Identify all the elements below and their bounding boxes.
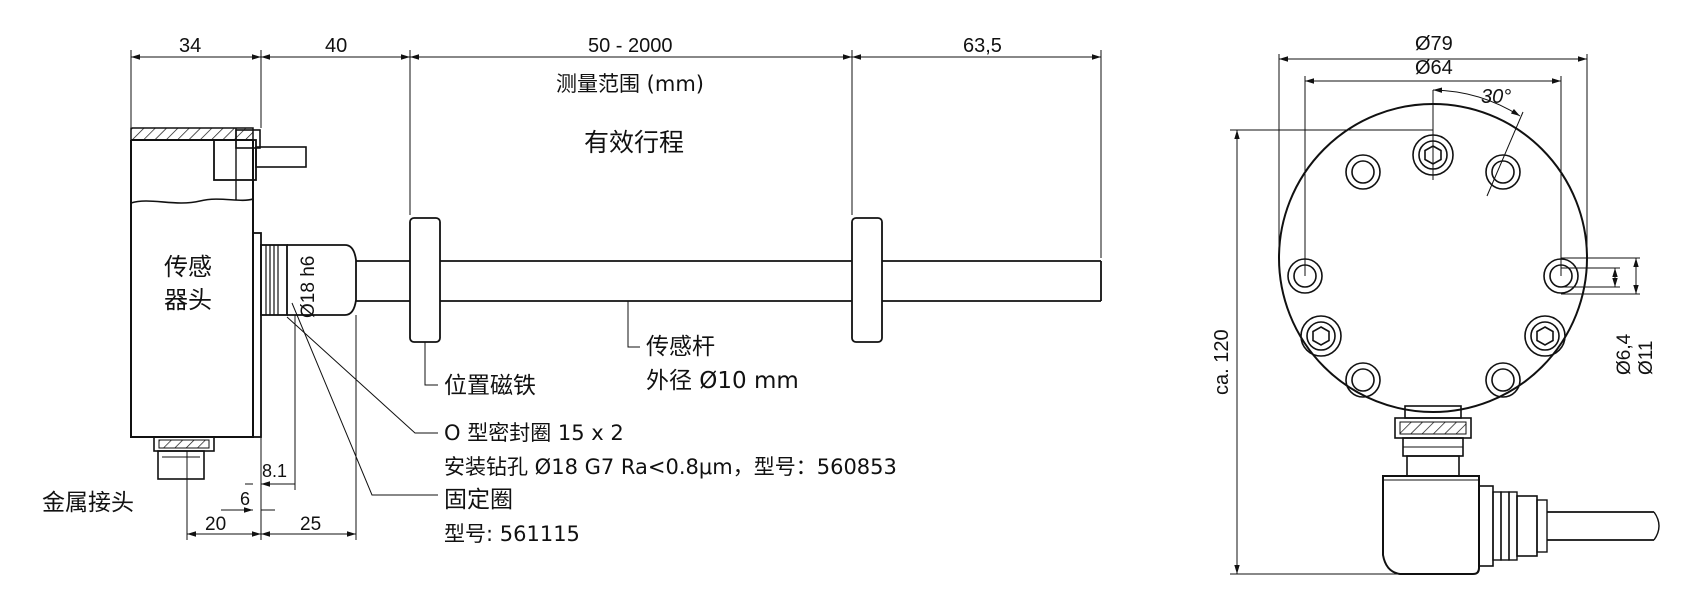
- fixing-ring-model-label: 型号: 561115: [444, 522, 580, 546]
- dim-angle: 30°: [1481, 86, 1511, 108]
- position-magnet-start: [409, 217, 441, 343]
- sensor-rod-label-2: 外径 Ø10 mm: [646, 368, 799, 394]
- dim-flange-offset: 40: [325, 35, 347, 57]
- mounting-flange: [252, 232, 262, 438]
- fixing-ring-label: 固定圈: [444, 487, 513, 513]
- elbow-connector: [1382, 475, 1660, 575]
- effective-stroke-label: 有效行程: [584, 128, 684, 157]
- dim-hole-large: Ø11: [1636, 340, 1657, 375]
- dim-8-1: 8.1: [262, 461, 287, 481]
- dim-6: 6: [240, 489, 250, 509]
- front-view-labels: Ø79 Ø64 30° ca. 120 Ø6,4 Ø11: [1211, 33, 1657, 395]
- construction-lines: [1278, 54, 1640, 295]
- dim-rod-end: 63,5: [963, 35, 1002, 57]
- side-view-labels: 34 40 50 - 2000 63,5 测量范围 (mm) 有效行程 传感 器…: [42, 35, 1002, 546]
- sensor-head: [130, 127, 307, 438]
- dim-hole-small: Ø6,4: [1614, 333, 1635, 375]
- dim-25: 25: [300, 514, 321, 535]
- sensor-head-label-2: 器头: [164, 286, 212, 314]
- sensor-head-label-1: 传感: [164, 253, 212, 281]
- dim-neck-diameter: Ø18 h6: [298, 256, 319, 318]
- sensor-rod: [356, 260, 1102, 302]
- mounting-bore-label: 安装钻孔 Ø18 G7 Ra<0.8μm，型号：560853: [444, 455, 897, 479]
- dim-head-width: 34: [179, 35, 201, 57]
- position-magnet-label: 位置磁铁: [444, 373, 536, 399]
- height-dimension: [1230, 129, 1433, 575]
- threaded-neck: [260, 244, 357, 316]
- metal-connector-label: 金属接头: [42, 490, 134, 516]
- front-view: [1230, 54, 1660, 575]
- leaders: [286, 301, 640, 496]
- oring-label: O 型密封圈 15 x 2: [444, 421, 624, 445]
- metal-connector: [153, 436, 215, 480]
- bottom-dimensions: [187, 481, 356, 537]
- dim-20: 20: [205, 514, 226, 535]
- hole-dimensions: [1561, 258, 1639, 294]
- position-magnet-end: [851, 217, 883, 343]
- mounting-holes: [1287, 154, 1579, 398]
- dim-bolt-circle: Ø64: [1415, 57, 1453, 79]
- extension-lines: [130, 50, 1102, 540]
- measure-range-label: 测量范围 (mm): [556, 72, 704, 96]
- dim-outer-diameter: Ø79: [1415, 33, 1453, 55]
- sensor-rod-label-1: 传感杆: [646, 334, 715, 360]
- dim-stroke-range: 50 - 2000: [588, 35, 673, 57]
- dim-height: ca. 120: [1211, 329, 1233, 395]
- side-view: [130, 50, 1102, 540]
- front-neck: [1394, 405, 1472, 477]
- front-top-dimensions: [1279, 56, 1587, 84]
